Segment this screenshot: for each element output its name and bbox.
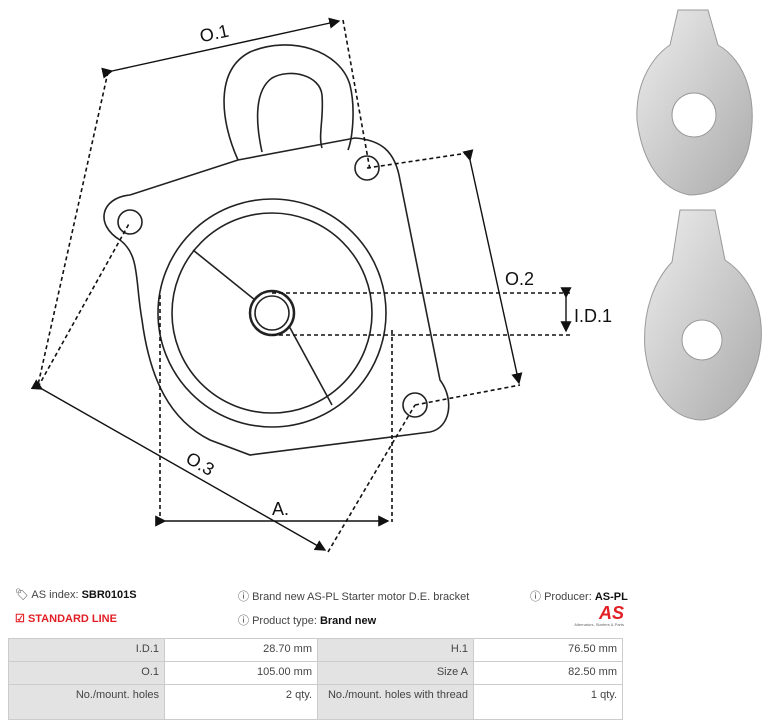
text: Producer: [544,591,592,603]
text: Brand new [319,615,377,627]
table-cell: 76.50 mm [473,638,623,662]
line-badge: ☑ STANDARD LINE [15,612,117,625]
text: AS index: [31,589,79,601]
text: Brand new AS-PL Starter motor D.E. brack… [252,591,470,603]
tag-icon: 🏷 [15,589,29,601]
table-cell: No./mount. holes [8,684,165,720]
table-cell: Size A [317,661,474,685]
text: STANDARD LINE [27,613,117,625]
table-cell: 2 qty. [164,684,318,720]
product-photo-front [636,9,753,196]
as-pl-logo: AS Alternators, Starters & Parts [560,604,624,632]
table-cell: 105.00 mm [164,661,318,685]
label-o2: O.2 [505,269,534,289]
label-o1: O.1 [198,21,231,47]
info-icon: ⓘ [530,591,541,603]
label-a: A. [272,499,289,519]
checkbox-icon: ☑ [15,613,25,625]
producer: ⓘ Producer: AS-PL [530,588,628,604]
label-o3: O.3 [183,448,218,480]
label-id1: I.D.1 [574,306,612,326]
description: ⓘ Brand new AS-PL Starter motor D.E. bra… [238,588,469,604]
technical-drawing: O.1 O.2 I.D.1 O.3 A. [30,9,762,553]
table-cell: H.1 [317,638,474,662]
table-cell: 1 qty. [473,684,623,720]
as-index: 🏷 AS index: SBR0101S [15,588,137,601]
text: Product type: [252,615,317,627]
table-cell: 82.50 mm [473,661,623,685]
table-cell: O.1 [8,661,165,685]
text: AS-PL [594,591,628,603]
info-icon: ⓘ [238,591,249,603]
text: Alternators, Starters & Parts [574,622,624,627]
table-cell: 28.70 mm [164,638,318,662]
product-photo-back [644,209,762,421]
text: AS [598,603,624,623]
table-cell: I.D.1 [8,638,165,662]
info-icon: ⓘ [238,615,249,627]
product-type: ⓘ Product type: Brand new [238,612,376,628]
table-cell: No./mount. holes with thread [317,684,474,720]
text: SBR0101S [81,589,137,601]
